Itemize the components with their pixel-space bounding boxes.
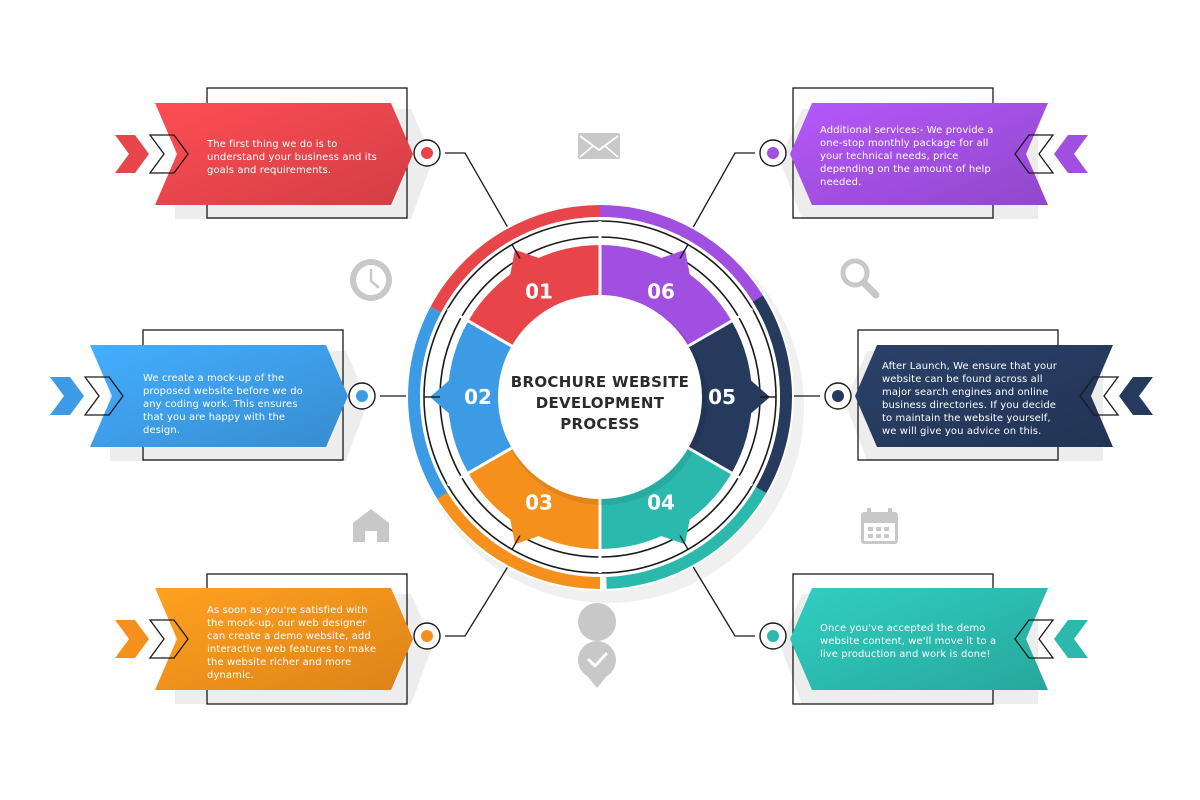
sector-divider bbox=[684, 307, 754, 350]
step-description-01: The first thing we do is to understand y… bbox=[207, 139, 377, 176]
card-chevron-outline-06 bbox=[1014, 134, 1055, 174]
step-card-02 bbox=[50, 329, 376, 461]
step-number-01: 01 bbox=[525, 279, 553, 303]
decor-icons bbox=[350, 133, 898, 688]
connector-dot-03 bbox=[421, 630, 433, 642]
card-chevron-outline-03 bbox=[148, 619, 189, 659]
card-tail-arrow-05 bbox=[1119, 377, 1153, 415]
wheel-segment-05 bbox=[686, 321, 753, 473]
step-card-06 bbox=[759, 87, 1088, 219]
step-number-05: 05 bbox=[708, 385, 736, 409]
ring-tick bbox=[511, 244, 521, 259]
connector-dot-06 bbox=[767, 147, 779, 159]
step-number-02: 02 bbox=[464, 385, 492, 409]
card-chevron-outline-05 bbox=[1079, 376, 1120, 416]
step-number-06: 06 bbox=[647, 279, 675, 303]
wheel-segment-03 bbox=[468, 447, 600, 549]
card-tail-arrow-01 bbox=[115, 135, 149, 173]
search-icon bbox=[840, 258, 880, 299]
outer-ring-segment-03 bbox=[437, 492, 600, 589]
home-icon bbox=[353, 509, 389, 542]
step-description-04: Once you've accepted the demo website co… bbox=[820, 623, 997, 660]
center-title: BROCHURE WEBSITE DEVELOPMENT PROCESS bbox=[500, 372, 700, 435]
step-card-01 bbox=[115, 87, 441, 219]
outer-ring-segment-04 bbox=[606, 487, 767, 589]
step-description-03: As soon as you're satisfied with the moc… bbox=[207, 605, 377, 681]
step-description-05: After Launch, We ensure that your websit… bbox=[882, 361, 1057, 437]
connector-line-04 bbox=[685, 554, 755, 637]
step-number-03: 03 bbox=[525, 491, 553, 515]
card-chevron-outline-01 bbox=[148, 134, 189, 174]
ring-tick bbox=[511, 535, 521, 550]
wheel-segment-06 bbox=[600, 245, 732, 347]
wheel-arrow-06 bbox=[658, 249, 691, 278]
sector-divider bbox=[446, 444, 516, 487]
card-tail-arrow-02 bbox=[50, 377, 84, 415]
wheel-arrow-05 bbox=[748, 378, 770, 416]
process-wheel: 01 02 03 04 05 06 bbox=[406, 203, 804, 603]
ring-tick bbox=[679, 244, 689, 259]
mail-icon bbox=[578, 133, 620, 159]
connector-dot-01 bbox=[421, 147, 433, 159]
step-card-04 bbox=[759, 573, 1088, 705]
ring-tick bbox=[679, 535, 689, 550]
card-banner-04 bbox=[790, 588, 1048, 690]
card-banner-03 bbox=[155, 588, 413, 690]
outer-ring-segment-06 bbox=[600, 205, 763, 302]
wheel-arrow-02 bbox=[430, 378, 452, 416]
card-banner-01 bbox=[155, 103, 413, 205]
outer-ring-segment-01 bbox=[430, 205, 600, 313]
calendar-icon bbox=[861, 508, 898, 544]
connector-line-01 bbox=[445, 152, 516, 241]
location-check-icon bbox=[578, 603, 617, 688]
card-tail-arrow-04 bbox=[1054, 620, 1088, 658]
card-banner-02 bbox=[90, 345, 348, 447]
wheel-arrow-04 bbox=[658, 516, 691, 545]
connector-line-03 bbox=[445, 554, 516, 637]
card-chevron-outline-04 bbox=[1014, 619, 1055, 659]
connector-dot-04 bbox=[767, 630, 779, 642]
outer-ring-segment-05 bbox=[752, 295, 792, 493]
step-card-05 bbox=[824, 329, 1153, 461]
clock-icon bbox=[350, 259, 392, 301]
connector-dot-05 bbox=[832, 390, 844, 402]
step-description-06: Additional services:- We provide a one-s… bbox=[820, 125, 994, 188]
wheel-segment-02 bbox=[448, 321, 514, 473]
sector-divider bbox=[684, 444, 754, 487]
center-title-line1: BROCHURE WEBSITE bbox=[510, 373, 690, 391]
sector-divider bbox=[446, 307, 516, 350]
center-title-line2: DEVELOPMENT bbox=[535, 394, 665, 412]
card-chevron-outline-02 bbox=[83, 376, 124, 416]
step-cards bbox=[50, 87, 1153, 705]
wheel-arrow-01 bbox=[509, 249, 542, 278]
card-tail-arrow-03 bbox=[115, 620, 149, 658]
connector-line-06 bbox=[685, 152, 755, 241]
wheel-segment-01 bbox=[468, 245, 600, 347]
card-banner-05 bbox=[855, 345, 1113, 447]
wheel-segment-04 bbox=[600, 447, 732, 549]
wheel-arrow-03 bbox=[509, 516, 542, 545]
connector-dot-02 bbox=[356, 390, 368, 402]
step-number-04: 04 bbox=[647, 491, 675, 515]
outer-ring-segment-02 bbox=[408, 306, 451, 505]
card-tail-arrow-06 bbox=[1054, 135, 1088, 173]
card-banner-06 bbox=[790, 103, 1048, 205]
step-card-03 bbox=[115, 573, 441, 705]
center-title-line3: PROCESS bbox=[560, 415, 640, 433]
center-disc bbox=[498, 295, 702, 499]
step-description-02: We create a mock-up of the proposed webs… bbox=[143, 373, 303, 436]
